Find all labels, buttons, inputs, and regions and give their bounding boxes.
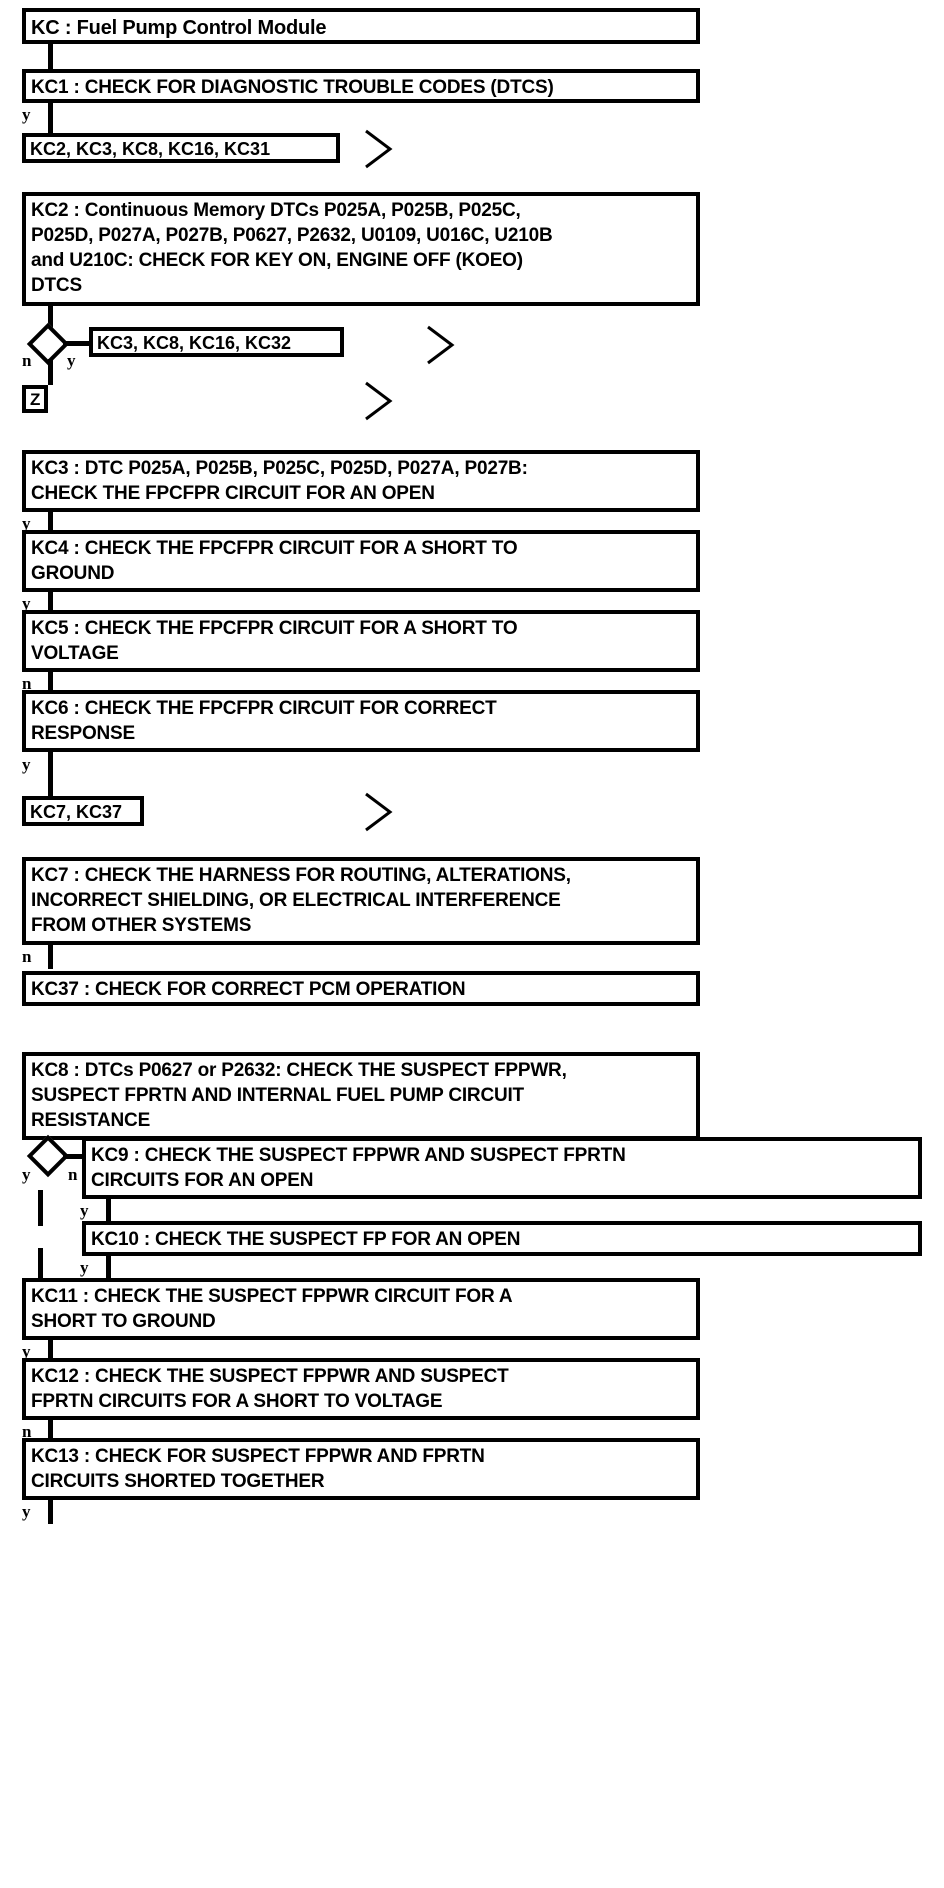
connector-kc9-to-kc10 [106,1199,111,1223]
node-kc-title[interactable]: KC : Fuel Pump Control Module [22,8,700,44]
edge-label-kc8-diamond-y: y [22,1165,31,1184]
node-kc13[interactable]: KC13 : CHECK FOR SUSPECT FPPWR AND FPRTN… [22,1438,700,1500]
node-kc3[interactable]: KC3 : DTC P025A, P025B, P025C, P025D, P0… [22,450,700,512]
connector-diamond-kc2-to-z [48,359,53,385]
ref-box-kc3-kc8-kc16-kc32[interactable]: KC3, KC8, KC16, KC32 [89,327,344,357]
edge-label-kc5-n: n [22,674,32,693]
connector-kc13-out [48,1500,53,1524]
node-kc7[interactable]: KC7 : CHECK THE HARNESS FOR ROUTING, ALT… [22,857,700,945]
edge-label-kc3-y: y [22,514,31,533]
chevron-right-icon [365,129,393,169]
node-kc12[interactable]: KC12 : CHECK THE SUSPECT FPPWR AND SUSPE… [22,1358,700,1420]
connector-kc12-to-kc13 [48,1420,53,1444]
edge-label-kc10-y: y [80,1258,89,1277]
connector-kc-to-kc1 [48,44,53,72]
node-kc11[interactable]: KC11 : CHECK THE SUSPECT FPPWR CIRCUIT F… [22,1278,700,1340]
edge-label-kc2-diamond-n: n [22,351,32,370]
connector-kc4-to-kc5 [48,592,53,616]
chevron-right-icon [427,325,455,365]
ref-box-z[interactable]: Z [22,385,48,413]
connector-kc6-to-ref3 [48,752,53,800]
edge-label-kc1-y: y [22,105,31,124]
offpage-connector-icon-2 [424,324,458,366]
edge-label-kc12-n: n [22,1422,32,1441]
node-kc1[interactable]: KC1 : CHECK FOR DIAGNOSTIC TROUBLE CODES… [22,69,700,103]
connector-kc1-to-ref1 [48,103,53,137]
node-kc9[interactable]: KC9 : CHECK THE SUSPECT FPPWR AND SUSPEC… [82,1137,922,1199]
edge-label-kc6-y: y [22,755,31,774]
edge-label-kc13-y: y [22,1502,31,1521]
node-kc5[interactable]: KC5 : CHECK THE FPCFPR CIRCUIT FOR A SHO… [22,610,700,672]
node-kc8[interactable]: KC8 : DTCs P0627 or P2632: CHECK THE SUS… [22,1052,700,1140]
edge-label-kc8-diamond-n: n [68,1165,78,1184]
connector-kc7-to-kc37 [48,945,53,969]
connector-diamond-kc8-to-kc9 [63,1154,86,1159]
offpage-connector-icon-1 [362,128,396,170]
offpage-connector-icon-3 [362,380,396,422]
connector-kc11-to-kc12 [48,1340,53,1364]
connector-kc3-to-kc4 [48,512,53,536]
connector-kc2-to-diamond [48,306,53,331]
edge-label-kc9-y: y [80,1201,89,1220]
node-kc2[interactable]: KC2 : Continuous Memory DTCs P025A, P025… [22,192,700,306]
edge-label-kc11-y: y [22,1342,31,1361]
chevron-right-icon [365,381,393,421]
connector-bypass-left-2 [38,1248,43,1282]
edge-label-kc2-diamond-y: y [67,351,76,370]
connector-kc5-to-kc6 [48,672,53,696]
edge-label-kc4-y: y [22,594,31,613]
ref-box-kc7-kc37[interactable]: KC7, KC37 [22,796,144,826]
node-kc10[interactable]: KC10 : CHECK THE SUSPECT FP FOR AN OPEN [82,1221,922,1256]
edge-label-kc7-n: n [22,947,32,966]
node-kc4[interactable]: KC4 : CHECK THE FPCFPR CIRCUIT FOR A SHO… [22,530,700,592]
connector-diamond-kc2-to-ref2 [63,341,93,346]
ref-box-kc2-kc3-kc8-kc16-kc31[interactable]: KC2, KC3, KC8, KC16, KC31 [22,133,340,163]
offpage-connector-icon-4 [362,791,396,833]
connector-kc10-to-kc11 [106,1256,111,1280]
node-kc6[interactable]: KC6 : CHECK THE FPCFPR CIRCUIT FOR CORRE… [22,690,700,752]
chevron-right-icon [365,792,393,832]
node-kc37[interactable]: KC37 : CHECK FOR CORRECT PCM OPERATION [22,971,700,1006]
connector-bypass-left-1 [38,1190,43,1226]
